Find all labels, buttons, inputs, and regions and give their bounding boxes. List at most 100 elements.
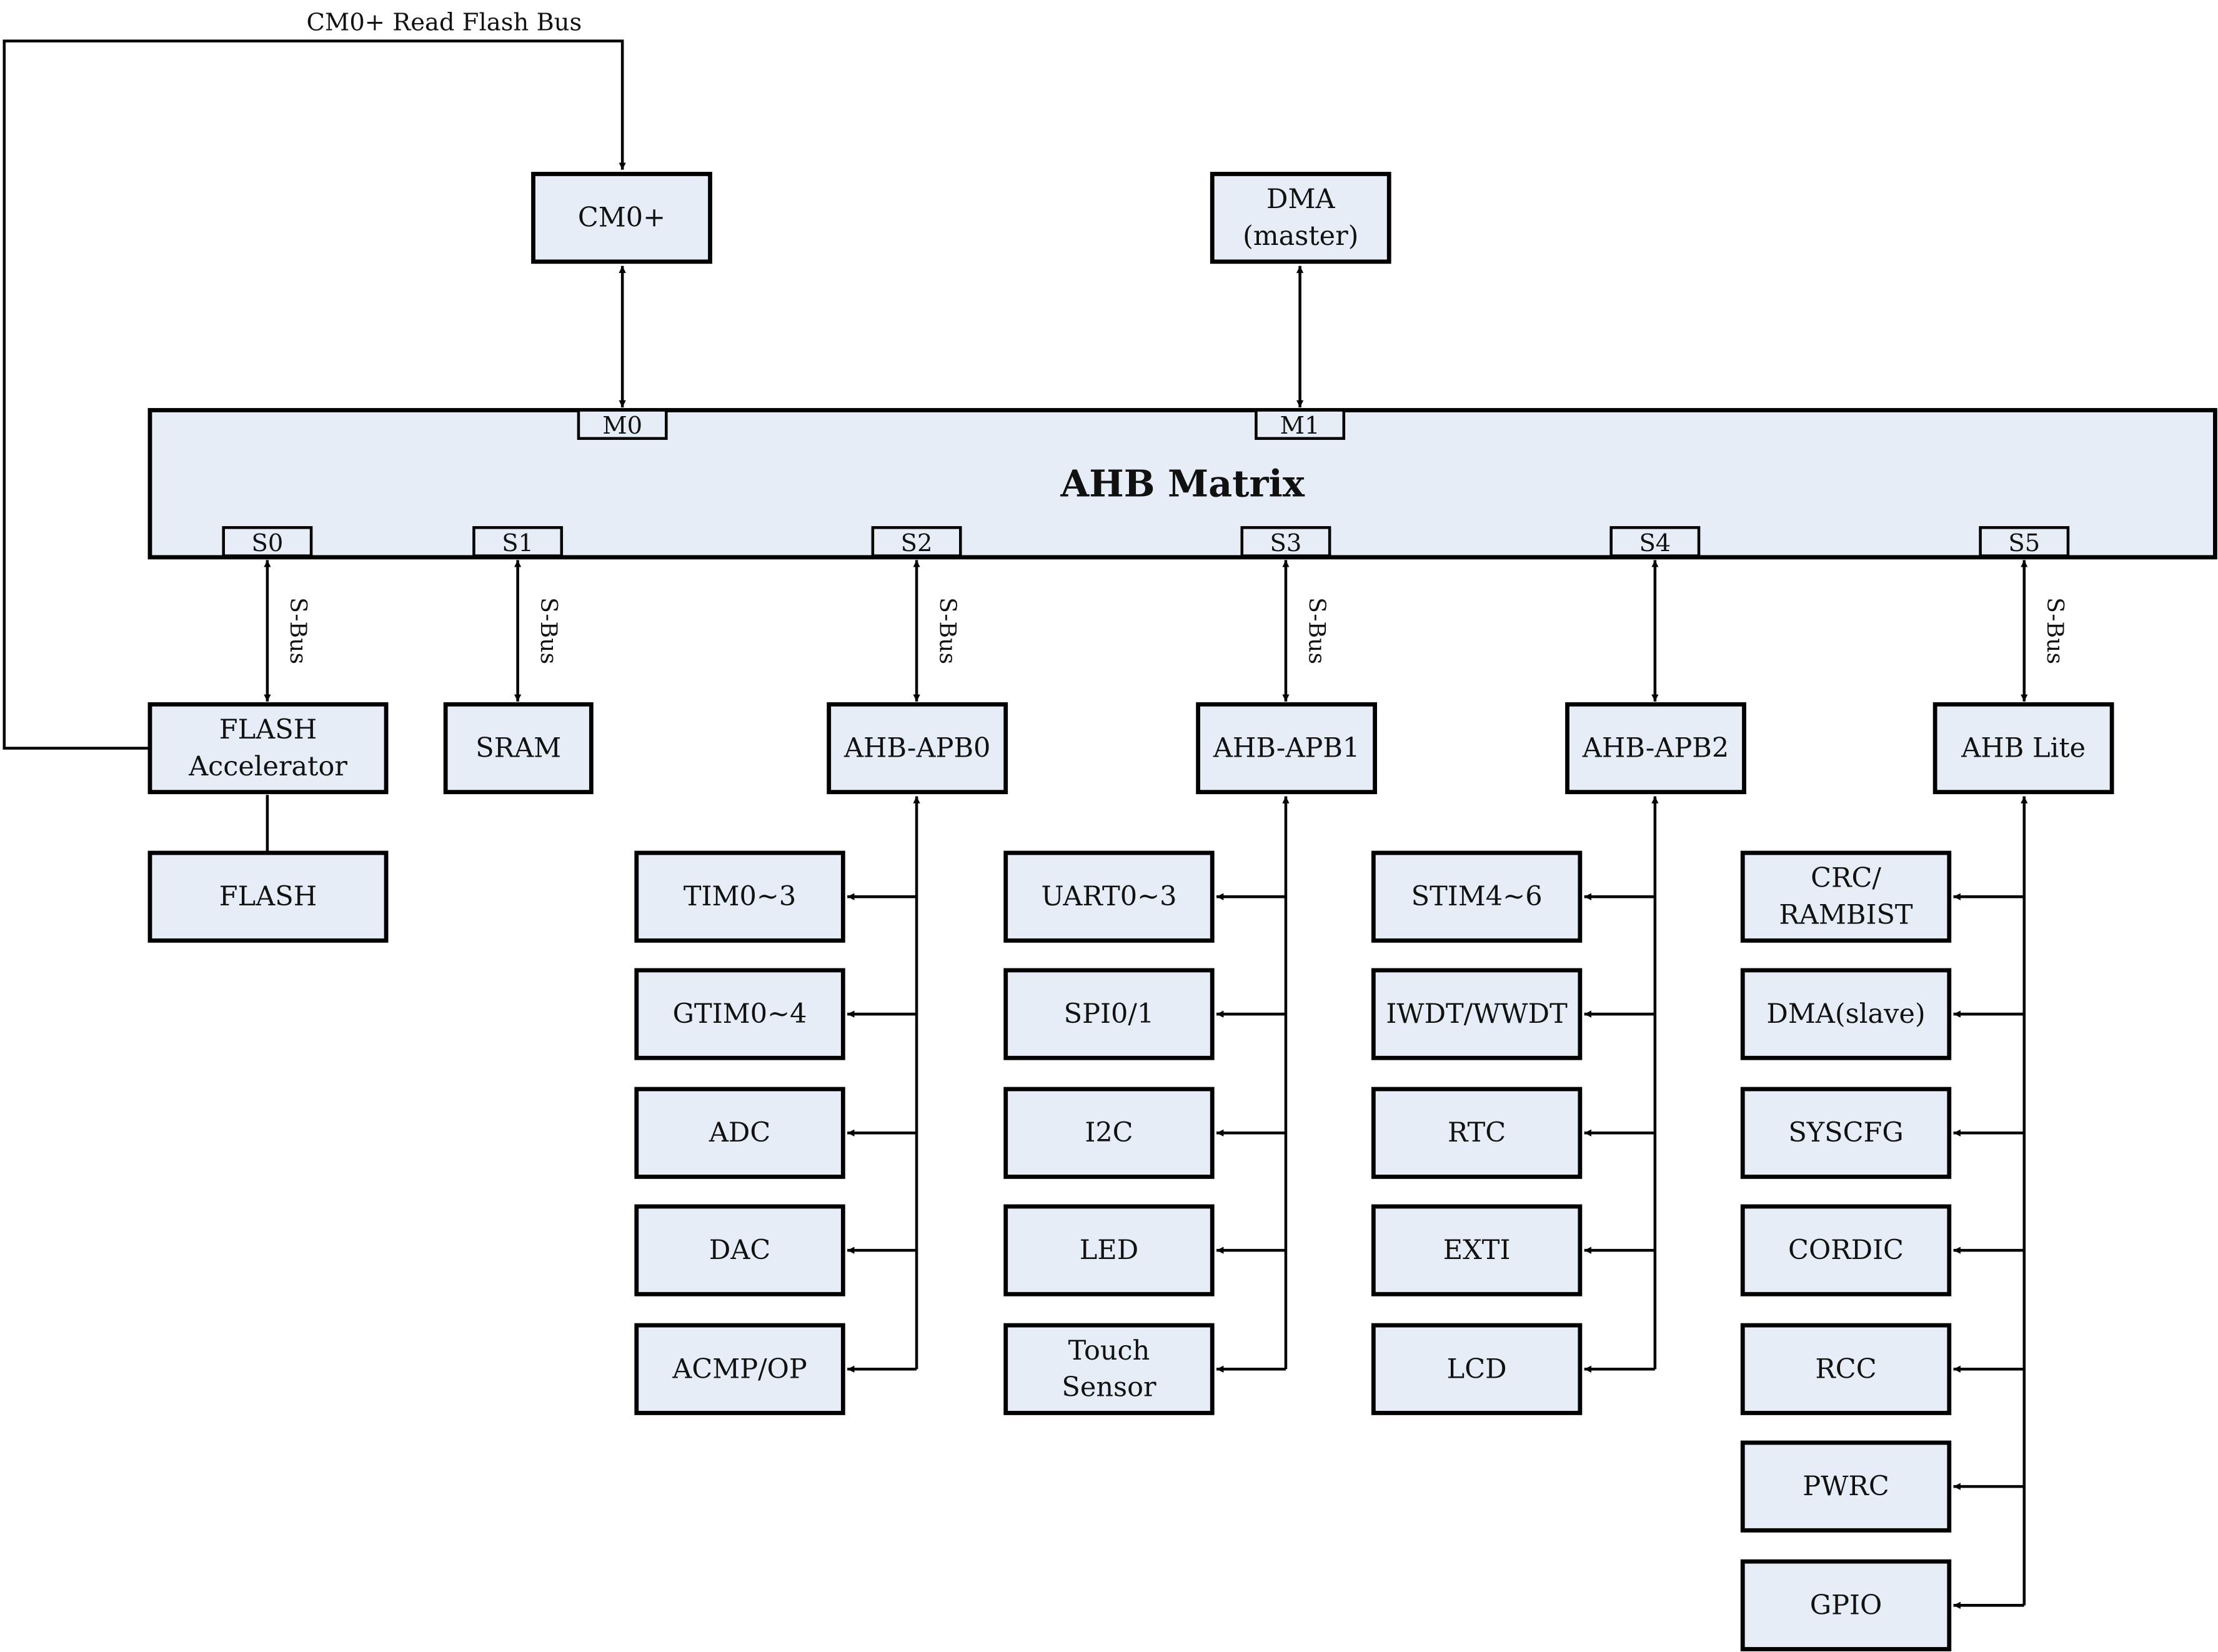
periph-crc-rambist-box-label: CRC/ [1811, 863, 1881, 894]
periph-gpio-box-label: GPIO [1810, 1590, 1882, 1621]
slave-port-s4: S4 [1639, 529, 1671, 557]
periph-i2c-box-label: I2C [1085, 1117, 1133, 1148]
periph-crc-rambist-box-frame [1740, 850, 1952, 943]
dma-master-box[interactable]: DMA(master) [1210, 172, 1391, 264]
periph-rtc-box-frame [1371, 1087, 1583, 1179]
periph-spi0-1-box-label: SPI0/1 [1064, 998, 1155, 1030]
periph-gpio-box[interactable]: GPIO [1740, 1559, 1952, 1651]
periph-led-box-label: LED [1080, 1235, 1138, 1266]
periph-acmp-op-box-frame [634, 1323, 845, 1415]
periph-dma-slave-box-label: DMA(slave) [1766, 998, 1925, 1030]
flash-box[interactable]: FLASH [147, 850, 389, 943]
periph-pwrc-box[interactable]: PWRC [1740, 1440, 1952, 1533]
periph-uart0-3-box[interactable]: UART0~3 [1003, 850, 1215, 943]
periph-uart0-3-box-frame [1003, 850, 1215, 943]
periph-led-box[interactable]: LED [1003, 1204, 1215, 1296]
sram-box-frame [443, 702, 594, 795]
periph-pwrc-box-label: PWRC [1803, 1471, 1889, 1502]
slave-port-s5: S5 [2008, 529, 2040, 557]
periph-stim4-6-box[interactable]: STIM4~6 [1371, 850, 1583, 943]
apb2-box-label: AHB-APB2 [1582, 732, 1729, 764]
periph-i2c-box-frame [1003, 1087, 1215, 1179]
periph-touch-sensor-box-label: Sensor [1062, 1372, 1156, 1403]
periph-stim4-6-box-frame [1371, 850, 1583, 943]
periph-gpio-box-frame [1740, 1559, 1952, 1651]
slave-port-s0: S0 [251, 529, 283, 557]
slave-port-s4-frame [1609, 526, 1701, 557]
periph-spi0-1-box[interactable]: SPI0/1 [1003, 968, 1215, 1060]
flash-accel-box-frame [147, 702, 389, 795]
periph-syscfg-box-frame [1740, 1087, 1952, 1179]
apb1-box-label: AHB-APB1 [1213, 732, 1360, 764]
periph-dma-slave-box-frame [1740, 968, 1952, 1060]
slave-port-s5-frame [1979, 526, 2070, 557]
flash-box-label: FLASH [219, 881, 317, 912]
periph-stim4-6-box-label: STIM4~6 [1411, 881, 1543, 912]
periph-exti-box-label: EXTI [1443, 1235, 1511, 1266]
periph-spi0-1-box-frame [1003, 968, 1215, 1060]
periph-gtim0-4-box[interactable]: GTIM0~4 [634, 968, 845, 1060]
periph-adc-box-label: ADC [709, 1117, 770, 1148]
master-port-m1-frame [1255, 409, 1346, 440]
master-port-m0: M0 [602, 412, 642, 440]
cm0-plus-box-label: CM0+ [578, 202, 665, 234]
periph-iwdt-wwdt-box-label: IWDT/WWDT [1386, 998, 1568, 1030]
sbus-label-s0: S-Bus [285, 597, 312, 664]
apb1-box[interactable]: AHB-APB1 [1196, 702, 1378, 795]
periph-tim0-3-box[interactable]: TIM0~3 [634, 850, 845, 943]
apb2-box-frame [1565, 702, 1746, 795]
apb0-box-frame [827, 702, 1008, 795]
periph-lcd-box[interactable]: LCD [1371, 1323, 1583, 1415]
periph-iwdt-wwdt-box[interactable]: IWDT/WWDT [1371, 968, 1583, 1060]
periph-cordic-box-label: CORDIC [1788, 1235, 1904, 1266]
periph-crc-rambist-box[interactable]: CRC/RAMBIST [1740, 850, 1952, 943]
periph-rcc-box[interactable]: RCC [1740, 1323, 1952, 1415]
sram-box-label: SRAM [475, 732, 561, 764]
ahb-lite-box[interactable]: AHB Lite [1932, 702, 2114, 795]
periph-rcc-box-label: RCC [1815, 1353, 1876, 1385]
periph-syscfg-box[interactable]: SYSCFG [1740, 1087, 1952, 1179]
slave-port-s2-frame [871, 526, 962, 557]
cm0-plus-box-frame [531, 172, 712, 264]
periph-cordic-box[interactable]: CORDIC [1740, 1204, 1952, 1296]
sbus-label-s3: S-Bus [1303, 597, 1330, 664]
apb2-box[interactable]: AHB-APB2 [1565, 702, 1746, 795]
periph-cordic-box-frame [1740, 1204, 1952, 1296]
periph-led-box-frame [1003, 1204, 1215, 1296]
periph-adc-box-frame [634, 1087, 845, 1179]
cm0-read-flash-bus-line [2, 39, 626, 750]
periph-tim0-3-box-frame [634, 850, 845, 943]
periph-acmp-op-box-label: ACMP/OP [672, 1353, 807, 1385]
periph-exti-box[interactable]: EXTI [1371, 1204, 1583, 1296]
sbus-label-s2: S-Bus [934, 597, 961, 664]
cm0-plus-box[interactable]: CM0+ [531, 172, 712, 264]
apb1-box-frame [1196, 702, 1378, 795]
periph-touch-sensor-box-frame [1003, 1323, 1215, 1415]
apb0-box-label: AHB-APB0 [843, 732, 990, 764]
periph-acmp-op-box[interactable]: ACMP/OP [634, 1323, 845, 1415]
periph-crc-rambist-box-label: RAMBIST [1779, 900, 1913, 931]
periph-uart0-3-box-label: UART0~3 [1041, 881, 1176, 912]
slave-port-s3-frame [1240, 526, 1331, 557]
periph-dma-slave-box[interactable]: DMA(slave) [1740, 968, 1952, 1060]
apb0-box[interactable]: AHB-APB0 [827, 702, 1008, 795]
periph-rtc-box-label: RTC [1448, 1117, 1506, 1148]
flash-box-frame [147, 850, 389, 943]
periph-i2c-box[interactable]: I2C [1003, 1087, 1215, 1179]
periph-exti-box-frame [1371, 1204, 1583, 1296]
periph-gtim0-4-box-label: GTIM0~4 [673, 998, 807, 1030]
periph-rtc-box[interactable]: RTC [1371, 1087, 1583, 1179]
periph-touch-sensor-box-label: Touch [1068, 1335, 1150, 1366]
periph-dac-box-label: DAC [709, 1235, 770, 1266]
periph-pwrc-box-frame [1740, 1440, 1952, 1533]
periph-gtim0-4-box-frame [634, 968, 845, 1060]
dma-master-box-label: DMA [1266, 184, 1336, 215]
periph-dac-box[interactable]: DAC [634, 1204, 845, 1296]
sram-box[interactable]: SRAM [443, 702, 594, 795]
periph-adc-box[interactable]: ADC [634, 1087, 845, 1179]
slave-port-s3: S3 [1270, 529, 1302, 557]
periph-syscfg-box-label: SYSCFG [1788, 1117, 1903, 1148]
